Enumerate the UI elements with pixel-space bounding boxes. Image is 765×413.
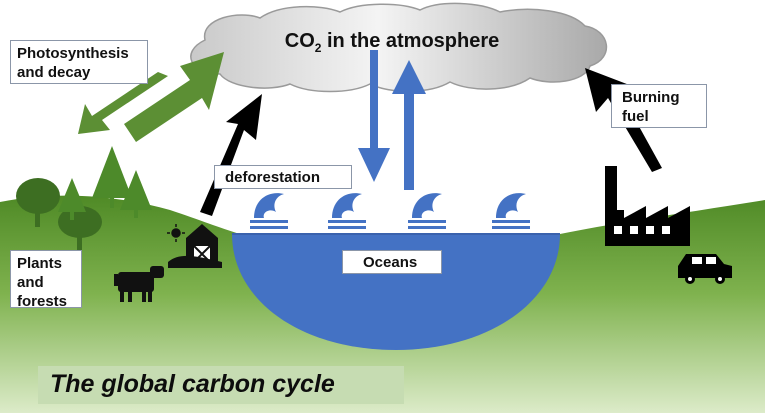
arrow-down-left [78,72,168,134]
photosynthesis-text: Photosynthesis and decay [17,45,129,81]
ocean-basin [232,234,560,350]
cow-icon [114,266,164,302]
tree-icon [120,170,152,218]
ocean-exchange-arrows [358,50,426,190]
wave-icon [408,193,446,229]
tree-icon [92,146,132,208]
plants-text: Plants and forests [17,255,68,310]
photosynthesis-label: Photosynthesis and decay [10,40,148,84]
cloud-icon [190,2,608,93]
car-icon [678,254,732,284]
diagram-title: The global carbon cycle [50,370,335,398]
cloud-label-subscript: 2 [314,41,322,55]
deforestation-label: deforestation [214,165,352,189]
wave-icon [250,193,288,229]
cloud-label-rest: in the atmosphere [321,30,500,52]
wave-icon [492,193,530,229]
title-band [38,366,404,404]
deforestation-arrow [200,94,262,216]
sun-icon [167,224,185,242]
deforestation-text: deforestation [225,169,321,186]
cloud-label-main: CO [284,30,315,52]
arrow-up-right [124,52,224,142]
tree-icon [16,178,60,227]
arrow-down-to-ocean [358,50,390,182]
wave-icon [328,193,366,229]
cloud-label: CO2 in the atmosphere [262,30,522,55]
burning-fuel-label: Burning fuel [611,84,707,128]
factory-icon [605,166,690,246]
oceans-label: Oceans [342,250,442,274]
plants-label: Plants and forests [10,250,82,310]
barn-icon [168,224,222,268]
arrow-up-from-ocean [392,60,426,190]
burning-fuel-text: Burning fuel [622,89,680,125]
tree-icon [58,206,102,254]
photosynthesis-arrows [78,52,224,142]
oceans-text: Oceans [363,254,418,271]
waves [250,193,530,229]
forest [16,146,152,254]
tree-icon [58,178,86,220]
